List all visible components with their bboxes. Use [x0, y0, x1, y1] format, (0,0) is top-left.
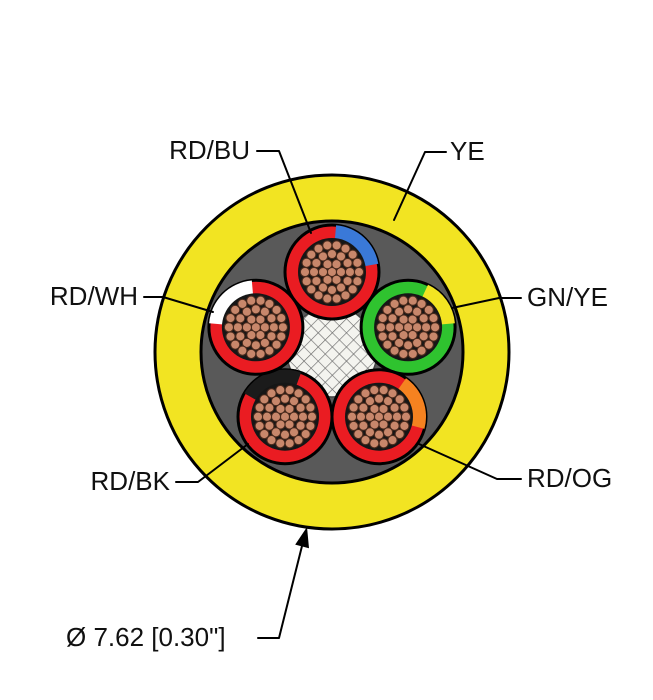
conductor-gn-ye-strands: [375, 295, 441, 360]
leader-line-rd-wh: [143, 296, 214, 313]
conductor-rd-bk: [236, 368, 334, 466]
label-conductor-gn-ye: GN/YE: [527, 282, 608, 312]
label-conductor-rd-wh: RD/WH: [50, 281, 138, 311]
conductor-rd-bu: [283, 223, 381, 321]
leader-line-rd-bk: [175, 443, 249, 483]
leader-line-rd-og: [418, 443, 522, 480]
leader-line-ye: [393, 151, 447, 221]
label-diameter-dimension: Ø 7.62 [0.30"]: [66, 622, 226, 652]
label-conductor-rd-bu: RD/BU: [169, 135, 250, 165]
label-jacket-ye: YE: [450, 136, 485, 166]
conductor-rd-bk-strands: [252, 384, 318, 449]
conductor-gn-ye: [359, 278, 457, 376]
conductor-rd-wh: [207, 278, 305, 376]
leader-line-gn-ye: [451, 297, 522, 309]
diameter-arrowhead-icon: [295, 527, 309, 549]
conductor-rd-og: [330, 368, 428, 466]
conductor-rd-bu-strands: [299, 240, 365, 304]
label-conductor-rd-og: RD/OG: [527, 463, 612, 493]
leader-line-rd-bu: [256, 150, 312, 234]
conductor-rd-og-strands: [346, 384, 412, 449]
conductor-rd-wh-strands: [223, 295, 289, 360]
diameter-dimension-line: [257, 545, 303, 639]
label-conductor-rd-bk: RD/BK: [91, 466, 171, 496]
